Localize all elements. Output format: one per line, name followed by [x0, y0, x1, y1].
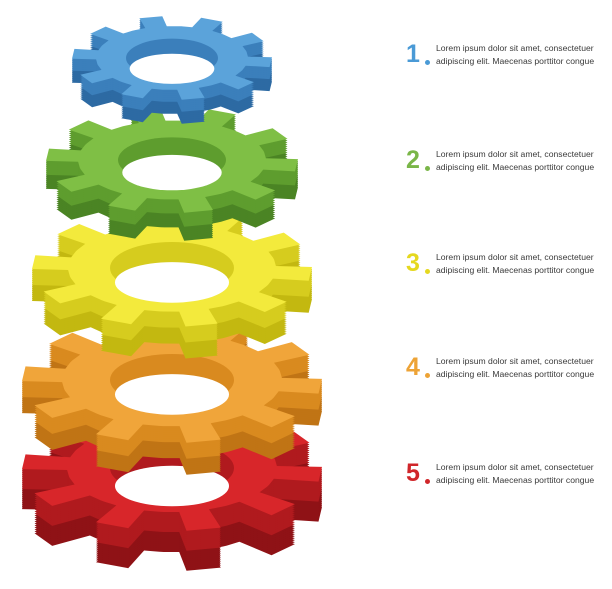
- step-text-2-line2: adipiscing elit. Maecenas porttitor cong…: [436, 162, 595, 172]
- step-number-3: 3: [406, 249, 420, 277]
- gear-yellow: [32, 209, 312, 359]
- step-dot-1: [425, 60, 430, 65]
- step-dot-3: [425, 269, 430, 274]
- step-text-4-line1: Lorem ipsum dolor sit amet, consectetuer: [436, 356, 594, 366]
- step-text-4-line2: adipiscing elit. Maecenas porttitor cong…: [436, 369, 595, 379]
- step-text-1: Lorem ipsum dolor sit amet, consectetuer…: [436, 42, 594, 68]
- step-text-3-line2: adipiscing elit. Maecenas porttitor cong…: [436, 265, 595, 275]
- step-text-5-line2: adipiscing elit. Maecenas porttitor cong…: [436, 475, 595, 485]
- step-number-5: 5: [406, 459, 420, 487]
- step-number-4: 4: [406, 353, 420, 381]
- step-text-2: Lorem ipsum dolor sit amet, consectetuer…: [436, 148, 594, 174]
- step-text-3: Lorem ipsum dolor sit amet, consectetuer…: [436, 251, 594, 277]
- list-item-5: 5 Lorem ipsum dolor sit amet, consectetu…: [406, 459, 612, 497]
- step-text-5: Lorem ipsum dolor sit amet, consectetuer…: [436, 461, 594, 487]
- step-number-1: 1: [406, 40, 420, 68]
- step-text-5-line1: Lorem ipsum dolor sit amet, consectetuer: [436, 462, 594, 472]
- list-item-2: 2 Lorem ipsum dolor sit amet, consectetu…: [406, 146, 612, 184]
- step-text-1-line1: Lorem ipsum dolor sit amet, consectetuer: [436, 43, 594, 53]
- gear-green: [46, 107, 298, 241]
- gear-orange: [22, 317, 322, 475]
- step-text-4: Lorem ipsum dolor sit amet, consectetuer…: [436, 355, 594, 381]
- list-item-4: 4 Lorem ipsum dolor sit amet, consectetu…: [406, 353, 612, 391]
- step-dot-4: [425, 373, 430, 378]
- step-text-1-line2: adipiscing elit. Maecenas porttitor cong…: [436, 56, 595, 66]
- step-text-3-line1: Lorem ipsum dolor sit amet, consectetuer: [436, 252, 594, 262]
- list-item-1: 1 Lorem ipsum dolor sit amet, consectetu…: [406, 40, 612, 78]
- step-dot-5: [425, 479, 430, 484]
- step-dot-2: [425, 166, 430, 171]
- gear-blue: [72, 16, 272, 124]
- gear-stack: [22, 16, 322, 571]
- step-number-2: 2: [406, 146, 420, 174]
- step-text-2-line1: Lorem ipsum dolor sit amet, consectetuer: [436, 149, 594, 159]
- list-item-3: 3 Lorem ipsum dolor sit amet, consectetu…: [406, 249, 612, 287]
